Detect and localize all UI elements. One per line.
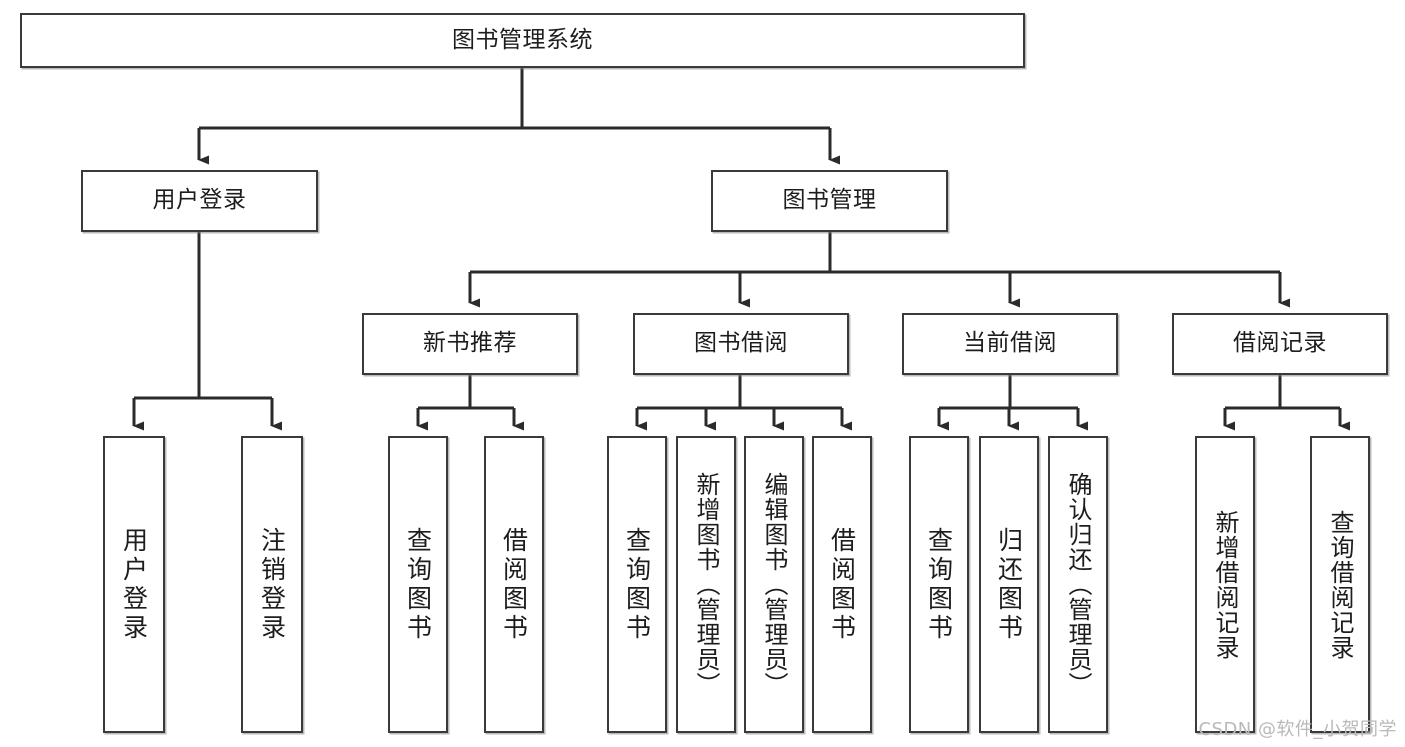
node-book-borrow[interactable]: 图书借阅 <box>633 313 849 375</box>
node-book-manage[interactable]: 图书管理 <box>711 170 948 232</box>
node-user-login[interactable]: 用户登录 <box>81 170 318 232</box>
node-root-label: 图书管理系统 <box>452 26 593 53</box>
node-leaf-add-record-label: 新增借阅记录 <box>1211 509 1239 660</box>
node-book-manage-label: 图书管理 <box>782 187 877 214</box>
node-leaf-return-book[interactable]: 归还图书 <box>979 436 1039 733</box>
node-leaf-borrow-book-1-label: 借阅图书 <box>499 526 529 643</box>
node-leaf-query-book-1[interactable]: 查询图书 <box>388 436 448 733</box>
node-leaf-borrow-book-2-label: 借阅图书 <box>827 526 857 643</box>
node-root[interactable]: 图书管理系统 <box>20 13 1025 68</box>
node-leaf-query-book-3-label: 查询图书 <box>924 526 954 643</box>
node-leaf-borrow-book-2[interactable]: 借阅图书 <box>812 436 872 733</box>
node-leaf-query-book-3[interactable]: 查询图书 <box>909 436 969 733</box>
node-leaf-edit-book-label: 编辑图书（管理员） <box>760 472 788 697</box>
node-current-borrow-label: 当前借阅 <box>963 330 1057 357</box>
watermark-text: CSDN @软件_小贺同学 <box>1198 719 1397 740</box>
node-leaf-user-login-label: 用户登录 <box>119 526 149 643</box>
node-leaf-logout[interactable]: 注销登录 <box>241 436 303 733</box>
node-current-borrow[interactable]: 当前借阅 <box>902 313 1118 375</box>
node-leaf-confirm-return-label: 确认归还（管理员） <box>1064 472 1092 697</box>
node-leaf-return-book-label: 归还图书 <box>994 526 1024 643</box>
node-borrow-record[interactable]: 借阅记录 <box>1172 313 1388 375</box>
node-book-borrow-label: 图书借阅 <box>694 330 788 357</box>
node-leaf-query-book-2[interactable]: 查询图书 <box>607 436 667 733</box>
node-leaf-borrow-book-1[interactable]: 借阅图书 <box>484 436 544 733</box>
node-leaf-edit-book[interactable]: 编辑图书（管理员） <box>744 436 804 733</box>
node-leaf-query-record-label: 查询借阅记录 <box>1326 509 1354 660</box>
node-leaf-add-book-label: 新增图书（管理员） <box>692 472 720 697</box>
node-leaf-add-book[interactable]: 新增图书（管理员） <box>676 436 736 733</box>
node-new-book-recommend-label: 新书推荐 <box>423 330 517 357</box>
node-user-login-label: 用户登录 <box>152 187 247 214</box>
node-leaf-user-login[interactable]: 用户登录 <box>103 436 165 733</box>
node-borrow-record-label: 借阅记录 <box>1233 330 1327 357</box>
node-leaf-logout-label: 注销登录 <box>257 526 287 643</box>
node-leaf-query-book-2-label: 查询图书 <box>622 526 652 643</box>
node-leaf-query-record[interactable]: 查询借阅记录 <box>1310 436 1370 733</box>
node-leaf-confirm-return[interactable]: 确认归还（管理员） <box>1048 436 1108 733</box>
node-leaf-add-record[interactable]: 新增借阅记录 <box>1195 436 1255 733</box>
node-new-book-recommend[interactable]: 新书推荐 <box>362 313 578 375</box>
node-leaf-query-book-1-label: 查询图书 <box>403 526 433 643</box>
